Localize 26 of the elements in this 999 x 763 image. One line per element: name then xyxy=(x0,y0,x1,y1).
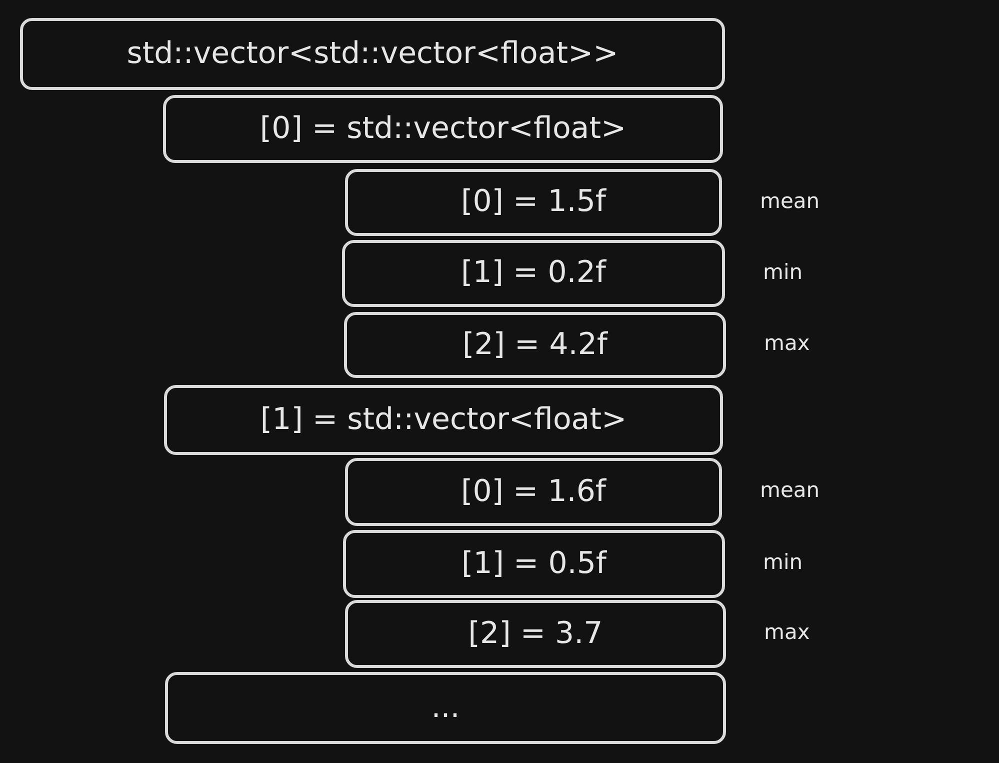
code-label: [1] = std::vector<float> xyxy=(260,402,627,438)
value-box xyxy=(345,169,722,236)
inner-vector-box xyxy=(163,95,723,163)
field-name-label: min xyxy=(763,550,803,576)
code-label: [1] = 0.2f xyxy=(461,256,606,291)
value-box xyxy=(345,458,722,526)
value-box xyxy=(342,240,725,307)
ellipsis-box xyxy=(165,672,726,744)
code-label: [2] = 3.7 xyxy=(468,616,603,652)
field-name-label: max xyxy=(764,331,810,356)
code-label: [2] = 4.2f xyxy=(462,328,608,362)
field-name-label: mean xyxy=(760,478,820,504)
code-label: std::vector<std::vector<float>> xyxy=(126,36,618,72)
value-box xyxy=(345,600,726,668)
code-label: [1] = 0.5f xyxy=(462,546,606,582)
code-label: [0] = 1.6f xyxy=(461,474,606,510)
inner-vector-box xyxy=(164,385,723,455)
value-box xyxy=(344,312,726,378)
code-label: ... xyxy=(431,690,460,726)
code-label: [0] = 1.5f xyxy=(461,185,606,220)
value-box xyxy=(343,530,725,598)
field-name-label: max xyxy=(764,620,810,646)
outer-vector-box xyxy=(20,18,725,90)
code-label: [0] = std::vector<float> xyxy=(260,112,626,146)
field-name-label: min xyxy=(763,260,803,285)
field-name-label: mean xyxy=(760,188,820,214)
